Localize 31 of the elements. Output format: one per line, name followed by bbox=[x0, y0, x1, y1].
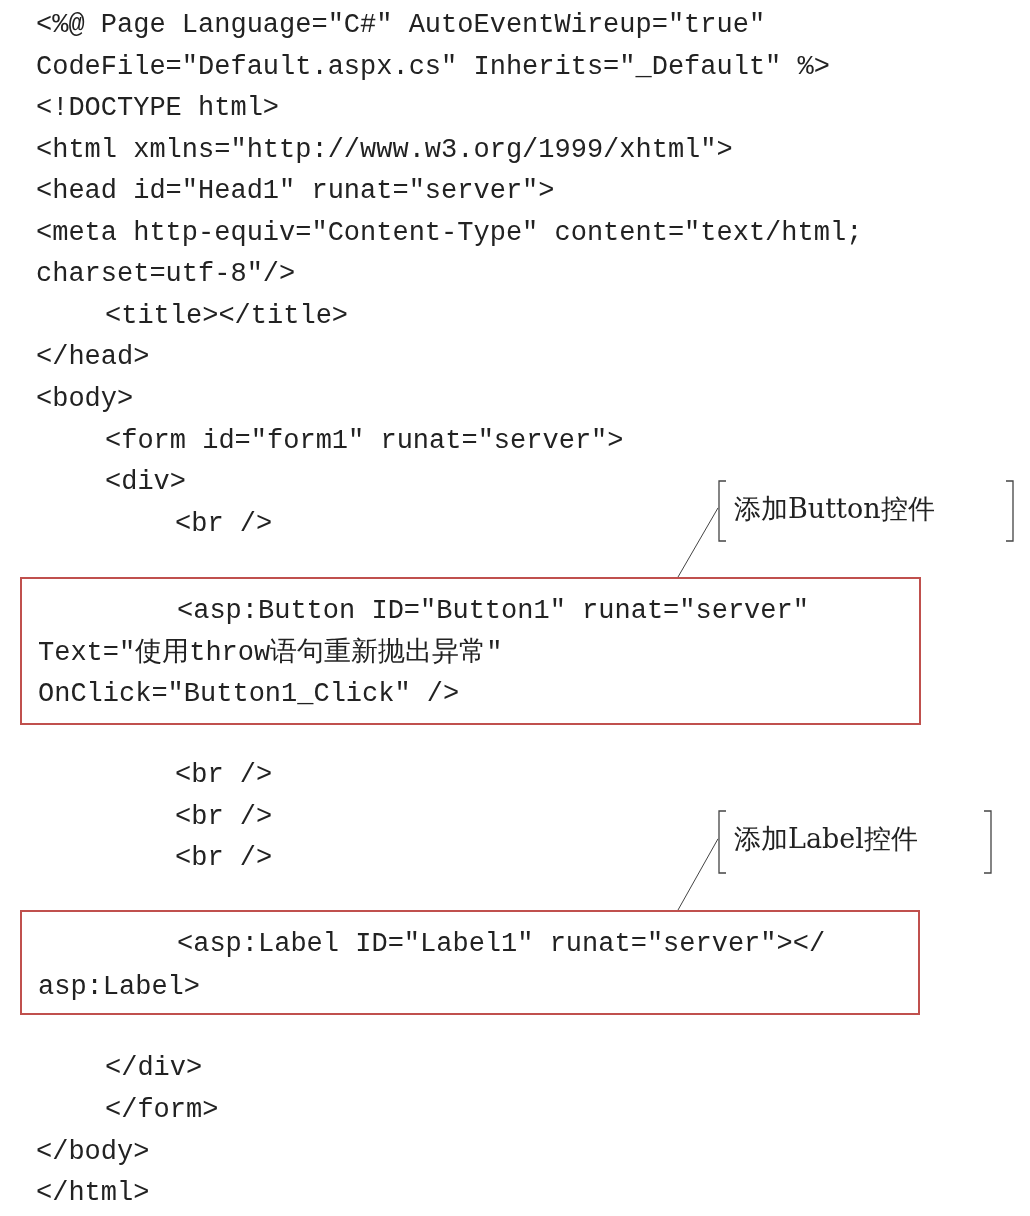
code-line: </form> bbox=[105, 1094, 219, 1127]
code-line: <body> bbox=[36, 383, 134, 416]
code-line: <html xmlns="http://www.w3.org/1999/xhtml"> bbox=[36, 134, 733, 167]
code-line: <br /> bbox=[175, 801, 273, 834]
highlight-frame bbox=[20, 577, 921, 725]
code-line: </head> bbox=[36, 341, 150, 374]
code-line: <%@ Page Language="C#" AutoEventWireup="true" bbox=[36, 9, 766, 42]
leader-line bbox=[677, 507, 719, 578]
callout-text: 添加Button控件 bbox=[734, 492, 935, 526]
code-line: <br /> bbox=[175, 508, 273, 541]
code-line: CodeFile="Default.aspx.cs" Inherits="_Default" %> bbox=[36, 51, 830, 84]
code-line: <br /> bbox=[175, 842, 273, 875]
code-line: <div> bbox=[105, 466, 186, 499]
code-line: <meta http-equiv="Content-Type" content="text/html; bbox=[36, 217, 863, 250]
leader-line bbox=[677, 838, 719, 911]
code-line: <head id="Head1" runat="server"> bbox=[36, 175, 555, 208]
code-line: <!DOCTYPE html> bbox=[36, 92, 280, 125]
callout-text: 添加Label控件 bbox=[734, 822, 918, 856]
code-line: OnClick="Button1_Click" /> bbox=[38, 678, 460, 711]
code-line: </body> bbox=[36, 1136, 150, 1169]
code-line: <form id="form1" runat="server"> bbox=[105, 425, 624, 458]
code-line: <br /> bbox=[175, 759, 273, 792]
code-line: Text="使用throw语句重新抛出异常" bbox=[38, 636, 503, 670]
code-line: <title></title> bbox=[105, 300, 349, 333]
code-line: asp:Label> bbox=[38, 971, 201, 1004]
code-line: charset=utf-8"/> bbox=[36, 258, 296, 291]
code-line: <asp:Button ID="Button1" runat="server" bbox=[177, 595, 809, 628]
code-line: </div> bbox=[105, 1052, 203, 1085]
code-line: </html> bbox=[36, 1177, 150, 1210]
highlight-frame bbox=[20, 910, 920, 1015]
code-line: <asp:Label ID="Label1" runat="server"></ bbox=[177, 928, 826, 961]
